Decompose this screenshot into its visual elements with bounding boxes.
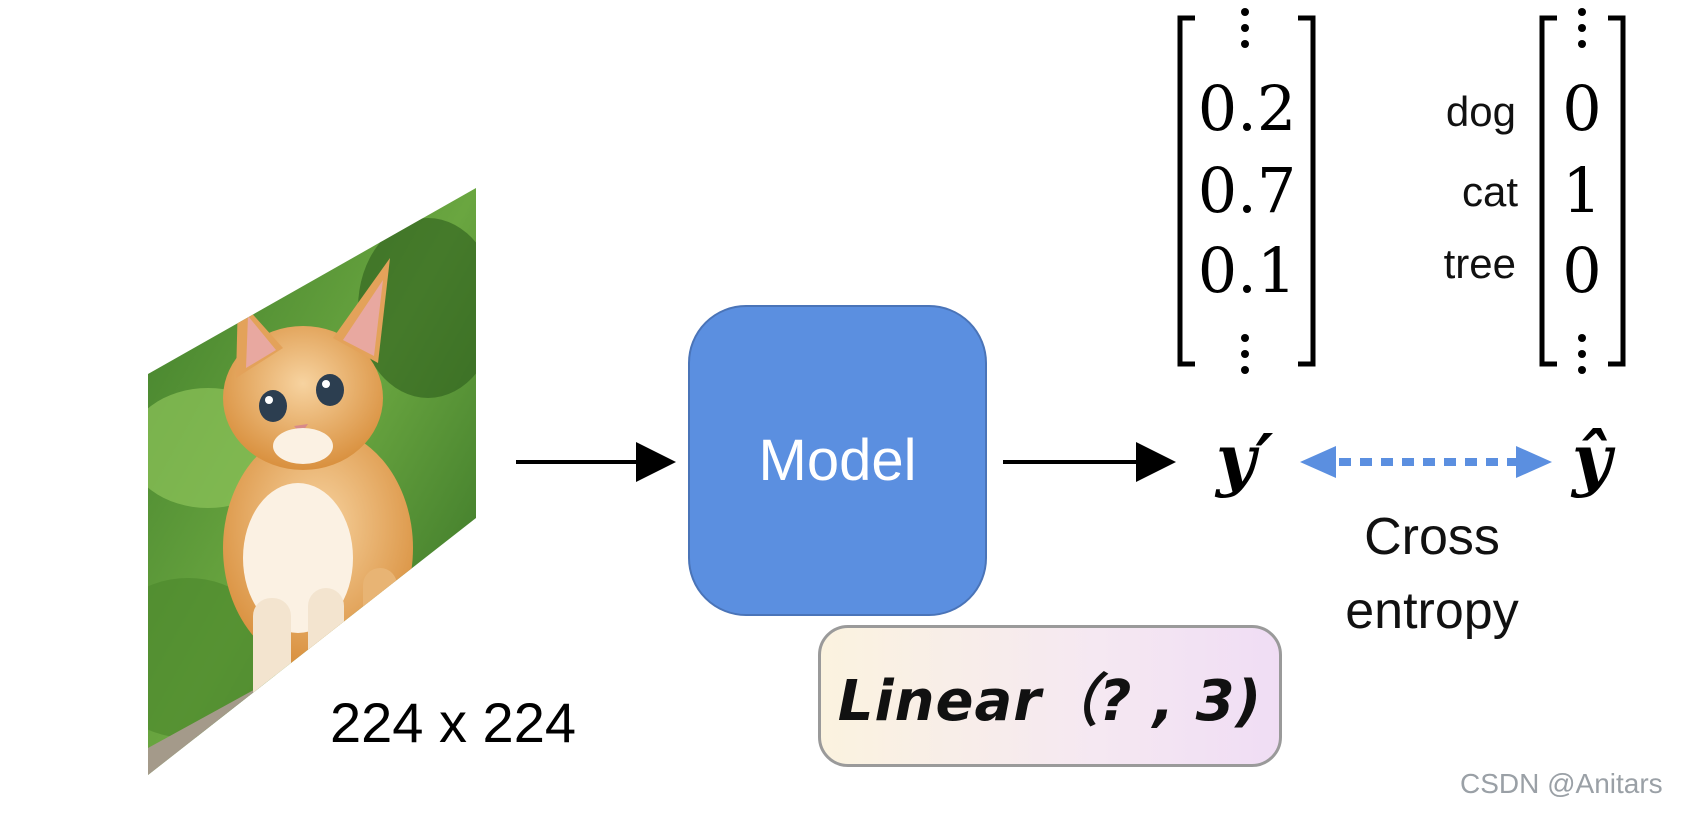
kitten-image — [148, 188, 476, 775]
pred-value-tree: 0.1 — [1197, 234, 1297, 307]
loss-label-line1: Cross — [1364, 508, 1500, 566]
pred-value-dog: 0.2 — [1197, 72, 1297, 145]
linear-layer-box: Linear（? , 3) — [818, 625, 1282, 767]
target-value-cat: 1 — [1562, 154, 1602, 227]
pred-value-cat: 0.7 — [1197, 154, 1297, 227]
model-block: Model — [688, 305, 987, 616]
target-bracket-right — [1608, 15, 1626, 367]
pred-bracket-right — [1298, 15, 1316, 367]
model-label: Model — [758, 428, 917, 493]
target-top-ellipsis — [1578, 8, 1586, 48]
linear-layer-label: Linear（? , 3) — [837, 668, 1263, 734]
target-value-dog: 0 — [1562, 72, 1602, 145]
loss-arrowhead-right — [1516, 446, 1552, 478]
target-symbol: ŷ — [1572, 420, 1612, 500]
input-size-label: 224 x 224 — [330, 691, 576, 754]
loss-label: Cross entropy — [1312, 500, 1552, 648]
class-label-tree: tree — [1443, 240, 1516, 287]
prediction-symbol: y′ — [1216, 420, 1274, 500]
pred-bracket-left — [1177, 15, 1195, 367]
target-bottom-ellipsis — [1578, 334, 1586, 374]
loss-label-line2: entropy — [1345, 582, 1519, 640]
loss-arrowhead-left — [1300, 446, 1336, 478]
watermark: CSDN @Anitars — [1460, 768, 1663, 799]
target-bracket-left — [1539, 15, 1557, 367]
pred-bottom-ellipsis — [1241, 334, 1249, 374]
pred-top-ellipsis — [1241, 8, 1249, 48]
class-label-cat: cat — [1461, 168, 1518, 215]
class-label-dog: dog — [1445, 88, 1516, 135]
target-value-tree: 0 — [1562, 234, 1602, 307]
